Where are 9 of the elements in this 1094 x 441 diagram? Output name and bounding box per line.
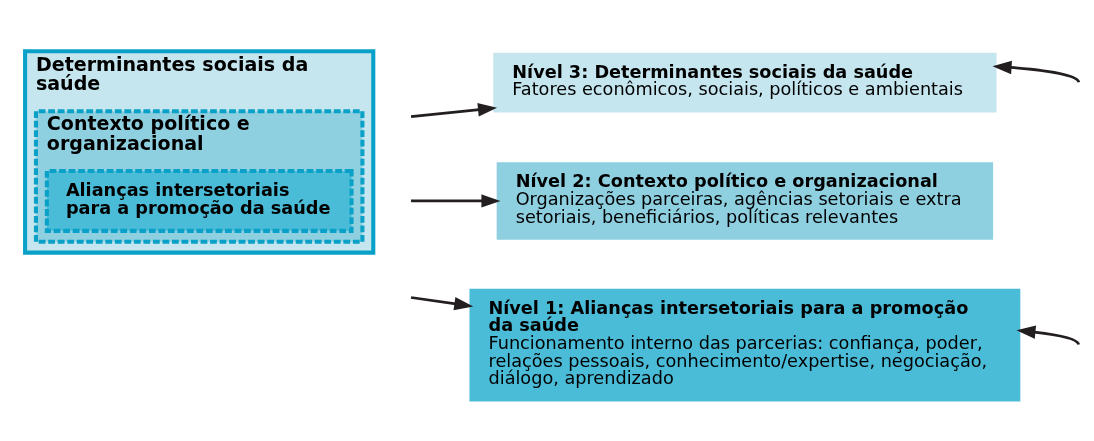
node-box: Alianças intersetoriais para a promoção da saúde xyxy=(44,168,354,233)
node-box: Nível 2: Contexto político e organizacional Organizações parceiras, agências setoriais e extra setoriais, beneficiários, políticas relevantes xyxy=(496,161,994,240)
arrow xyxy=(410,295,474,310)
node-box: Nível 1: Alianças intersetoriais para a promoção da saúde Funcionamento interno das parcerias: confiança, poder, relações pessoais, conhecimento/expertise, negociação, diálogo, aprendizado xyxy=(469,288,1021,402)
arrow xyxy=(992,60,1080,83)
arrow xyxy=(1016,325,1080,345)
arrow xyxy=(410,102,498,118)
arrow xyxy=(411,193,501,208)
node-box: Nível 3: Determinantes sociais da saúde Fatores econômicos, sociais, políticos e ambientais xyxy=(493,52,997,113)
